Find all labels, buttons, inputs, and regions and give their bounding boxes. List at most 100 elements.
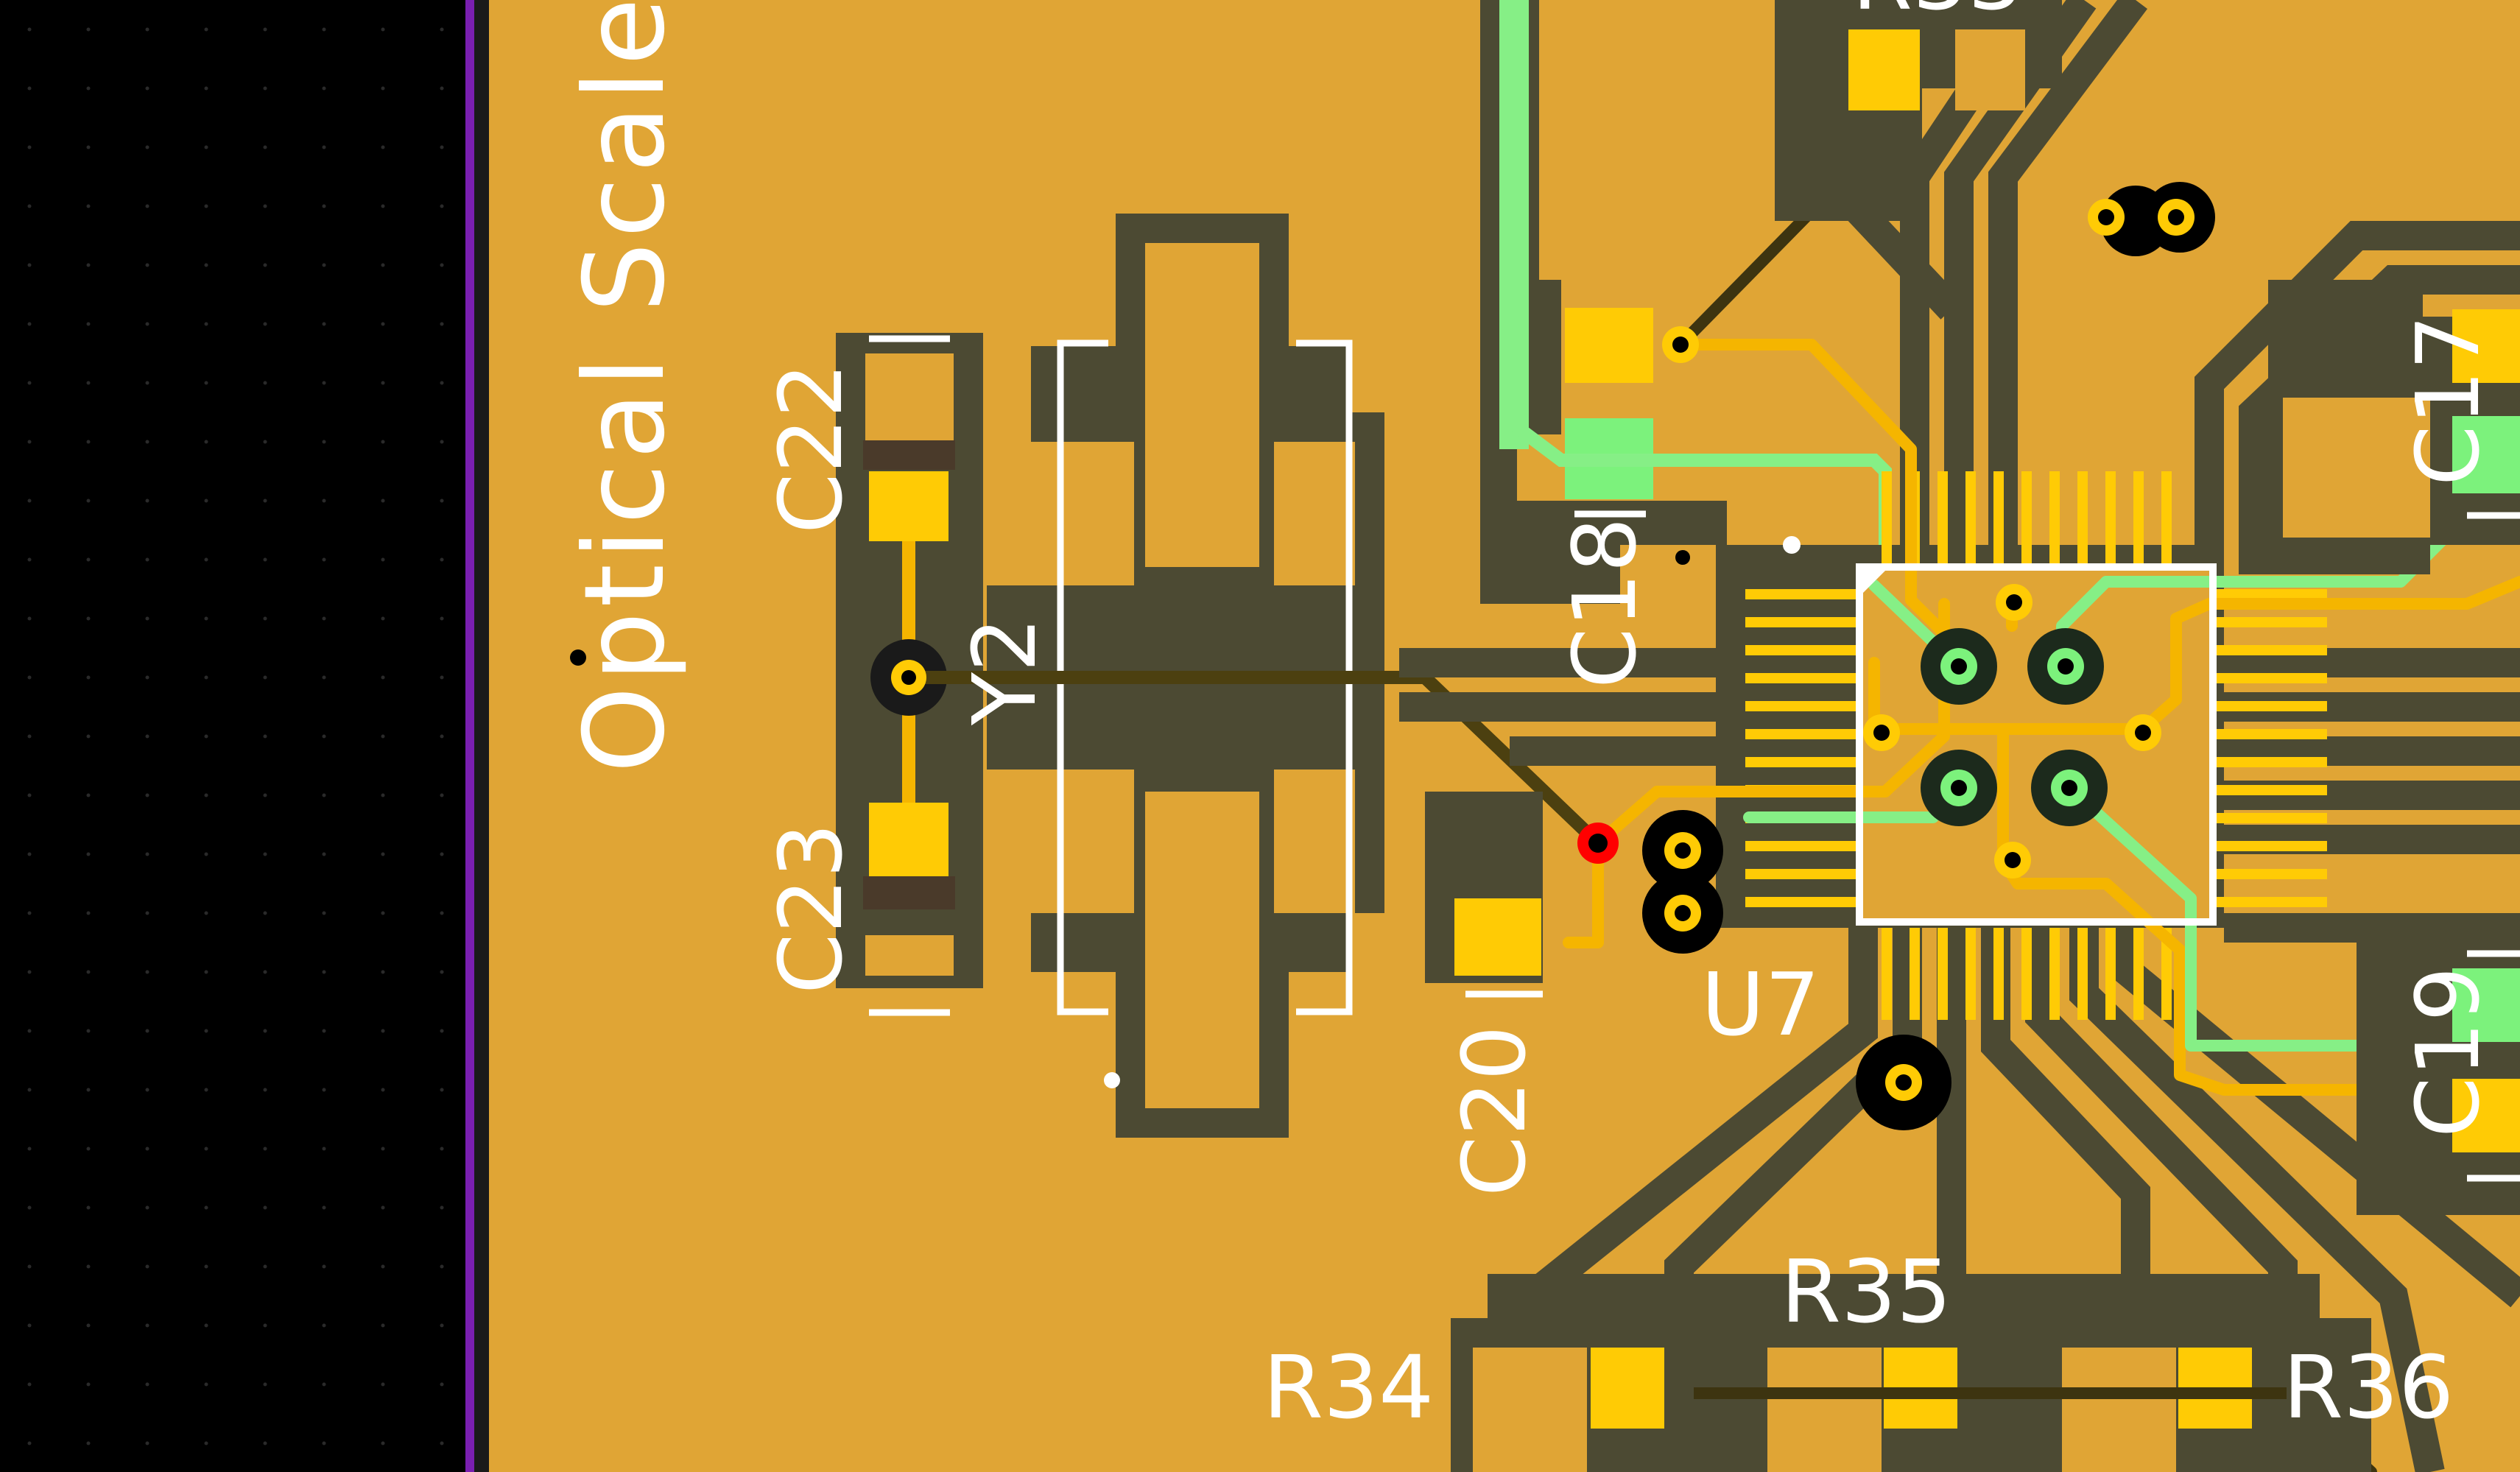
off-board-area	[0, 0, 471, 1472]
smd-pad-icon	[2452, 968, 2520, 1042]
via-icon	[1940, 770, 1977, 806]
u7-pin	[1745, 673, 1856, 683]
u7-pin	[1745, 645, 1856, 655]
via-icon	[1994, 842, 2031, 878]
ref-r36: R36	[2283, 1337, 2454, 1438]
board-label: Optical Scale	[561, 0, 689, 773]
ref-y2: Y2	[954, 617, 1055, 726]
ref-u7: U7	[1701, 954, 1820, 1055]
u7-pin	[2217, 785, 2327, 795]
c17-footprint[interactable]	[2268, 280, 2520, 574]
u7-pin	[2161, 928, 2172, 1020]
c20-footprint[interactable]	[1425, 792, 1543, 983]
u7-pin	[1882, 928, 1892, 1020]
u7-pin	[1745, 757, 1856, 767]
board-edge-gap	[474, 0, 489, 1472]
u7-pin	[1745, 897, 1856, 907]
u7-pin	[2217, 813, 2327, 823]
u7-pin	[1882, 471, 1892, 563]
u7-pin	[2077, 471, 2088, 563]
u7-pin	[1745, 701, 1856, 711]
u7-pin	[1745, 841, 1856, 851]
u7-pin	[2077, 928, 2088, 1020]
ref-c18: C18	[1554, 517, 1655, 689]
u7-pin	[2217, 841, 2327, 851]
u7-pin	[1937, 928, 1948, 1020]
smd-pad-icon	[1848, 29, 1920, 110]
smd-pad-icon	[2452, 309, 2520, 383]
u7-pin	[2105, 928, 2116, 1020]
u7-pin	[1745, 729, 1856, 739]
u7-pin	[2217, 589, 2327, 599]
via-icon	[1662, 326, 1699, 363]
u7-pin	[2217, 617, 2327, 627]
via-icon	[1940, 648, 1977, 685]
u7-pin	[2217, 701, 2327, 711]
marker-dots	[570, 550, 1690, 666]
smd-pad-icon	[869, 803, 948, 876]
u7-pin	[2217, 729, 2327, 739]
board-edge	[465, 0, 474, 1472]
u7-pin	[1993, 928, 2004, 1020]
u7-pin	[1745, 617, 1856, 627]
via-icon	[1664, 895, 1701, 932]
ref-r35: R35	[1781, 1241, 1951, 1342]
c22-c23-inner	[865, 353, 954, 976]
smd-pad-icon	[1591, 1348, 1664, 1429]
pin1-marker	[1104, 1072, 1120, 1088]
via-icon	[1863, 714, 1900, 751]
u7-pin	[2105, 471, 2116, 563]
r34-r35-r36-footprints[interactable]	[1451, 1274, 2371, 1472]
ref-c17: C17	[2397, 314, 2499, 486]
u7-pin	[1910, 928, 1920, 1020]
ref-r34: R34	[1263, 1337, 1434, 1438]
ref-c22: C22	[760, 362, 862, 534]
u7-pin	[2217, 757, 2327, 767]
smd-pad-icon	[869, 471, 948, 541]
smd-pad-icon	[2452, 1079, 2520, 1152]
origin-dot	[1783, 536, 1801, 554]
u7-pin	[2217, 645, 2327, 655]
via-icon	[2158, 199, 2195, 236]
smd-pad-icon	[2452, 416, 2520, 493]
c22-pads[interactable]	[863, 440, 955, 541]
ref-r33: R33	[1852, 0, 2023, 29]
smd-pad-icon	[1565, 308, 1653, 383]
via-icon	[2051, 770, 2088, 806]
u7-pin	[2021, 928, 2032, 1020]
via-icon	[1664, 832, 1701, 869]
u7-silkscreen	[1856, 563, 2217, 926]
via-icon	[2088, 199, 2125, 236]
ref-c23: C23	[760, 823, 862, 994]
u7-pin	[1965, 471, 1976, 563]
u7-pin	[1745, 869, 1856, 879]
u7-pin1-marker	[1859, 567, 1889, 596]
selected-via[interactable]	[1577, 823, 1619, 864]
via-icon	[2047, 648, 2084, 685]
u7-pin	[2133, 471, 2144, 563]
ref-c20: C20	[1443, 1025, 1545, 1197]
u7-pin	[1993, 471, 2004, 563]
smd-pad-icon	[1454, 898, 1541, 976]
u7-pin	[1745, 589, 1856, 599]
u7-pin	[2049, 928, 2060, 1020]
grid-dots	[27, 27, 444, 1445]
u7-pin	[2049, 471, 2060, 563]
u7-pin	[2021, 471, 2032, 563]
c23-pads[interactable]	[863, 803, 955, 909]
u7-pin	[2161, 471, 2172, 563]
u7-pin	[2217, 673, 2327, 683]
ref-c19: C19	[2397, 966, 2499, 1138]
r33-footprint[interactable]	[1775, 0, 2062, 221]
u7-pin	[1937, 471, 1948, 563]
u7-pin	[2217, 897, 2327, 907]
u7-pin	[2133, 928, 2144, 1020]
u7-pin	[1965, 928, 1976, 1020]
via-icon	[2125, 714, 2161, 751]
via-icon	[1885, 1064, 1922, 1101]
via-icon	[1996, 584, 2032, 621]
u7-pin	[2217, 869, 2327, 879]
c19-footprint[interactable]	[2357, 920, 2520, 1215]
